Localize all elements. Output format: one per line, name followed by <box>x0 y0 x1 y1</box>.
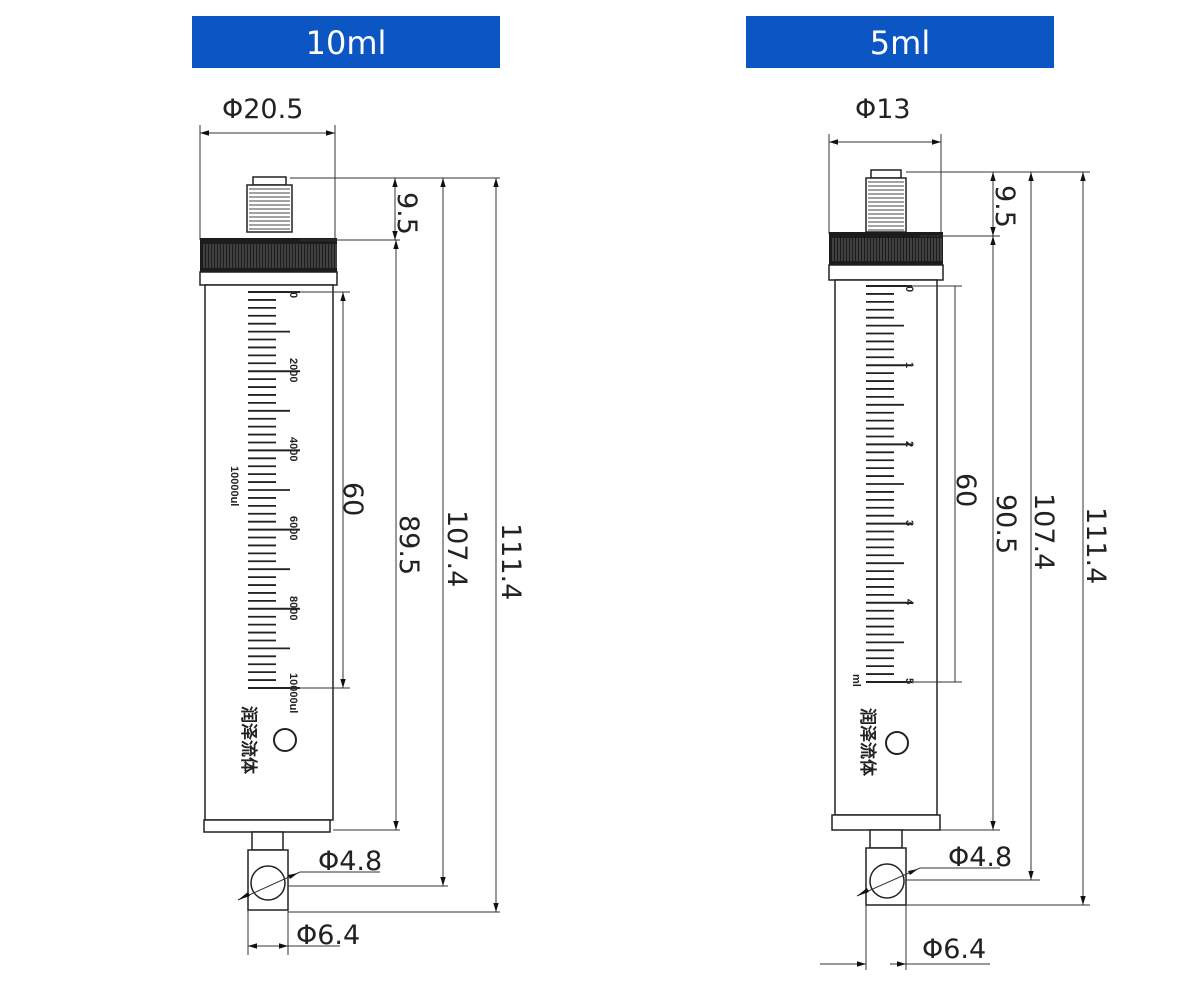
scale-unit: ml <box>850 674 862 687</box>
luer-tip-cap <box>252 176 287 186</box>
valve-diameter-label: Φ6.4 <box>296 920 360 951</box>
port-diameter-label: Φ4.8 <box>318 846 382 877</box>
port-hole <box>250 865 286 901</box>
syringe-5ml: 5ml Φ13 0 1 2 3 4 5 ml 润泽流体 Φ4.8 <box>746 16 1111 970</box>
brand-logo-icon <box>273 728 297 752</box>
brand-logo-icon <box>885 731 909 755</box>
title-banner <box>192 16 500 68</box>
knurled-cap <box>200 238 337 272</box>
title-label: 10ml <box>306 24 387 62</box>
scale-length-label: 60 <box>950 473 981 507</box>
title-label: 5ml <box>870 24 930 62</box>
scale-unit: 10000ul <box>228 466 240 506</box>
top-diameter-label: Φ20.5 <box>222 94 303 125</box>
scale-label: 5 <box>903 678 915 684</box>
valve-diameter-label: Φ6.4 <box>922 934 986 965</box>
scale-label: 1 <box>903 362 915 368</box>
scale-length-label: 60 <box>337 482 368 516</box>
scale-label: 3 <box>903 520 915 526</box>
scale-label: 0 <box>903 286 915 292</box>
scale-label: 4 <box>903 599 915 606</box>
brand-text: 润泽流体 <box>857 708 878 777</box>
title-banner <box>746 16 1054 68</box>
tip-length-label: 9.5 <box>391 192 422 235</box>
scale-label: 6000 <box>287 516 299 540</box>
luer-thread <box>865 177 907 233</box>
port-diameter-label: Φ4.8 <box>948 842 1012 873</box>
barrel-length-label: 90.5 <box>990 494 1021 554</box>
top-diameter-label: Φ13 <box>855 94 911 125</box>
scale-label: 0 <box>287 292 299 298</box>
scale-label: 10000ul <box>287 673 299 713</box>
scale-labels: 0 2000 4000 6000 8000 10000ul 10000ul <box>228 292 299 713</box>
luer-tip-cap <box>870 169 902 179</box>
scale-label: 2000 <box>287 358 299 382</box>
port-hole <box>869 863 905 899</box>
scale-label: 2 <box>903 441 915 447</box>
body-length-label: 107.4 <box>441 510 472 587</box>
tip-length-label: 9.5 <box>989 185 1020 228</box>
syringe-10ml: 10ml Φ20.5 0 2000 4000 6000 8000 10000ul… <box>192 16 526 955</box>
total-length-label: 111.4 <box>1080 507 1111 584</box>
body-length-label: 107.4 <box>1028 493 1059 570</box>
scale-label: 8000 <box>287 596 299 620</box>
scale-labels: 0 1 2 3 4 5 ml <box>850 286 915 687</box>
total-length-label: 111.4 <box>495 523 526 600</box>
scale-label: 4000 <box>287 437 299 461</box>
brand-text: 润泽流体 <box>238 706 259 775</box>
barrel-length-label: 89.5 <box>393 515 424 575</box>
